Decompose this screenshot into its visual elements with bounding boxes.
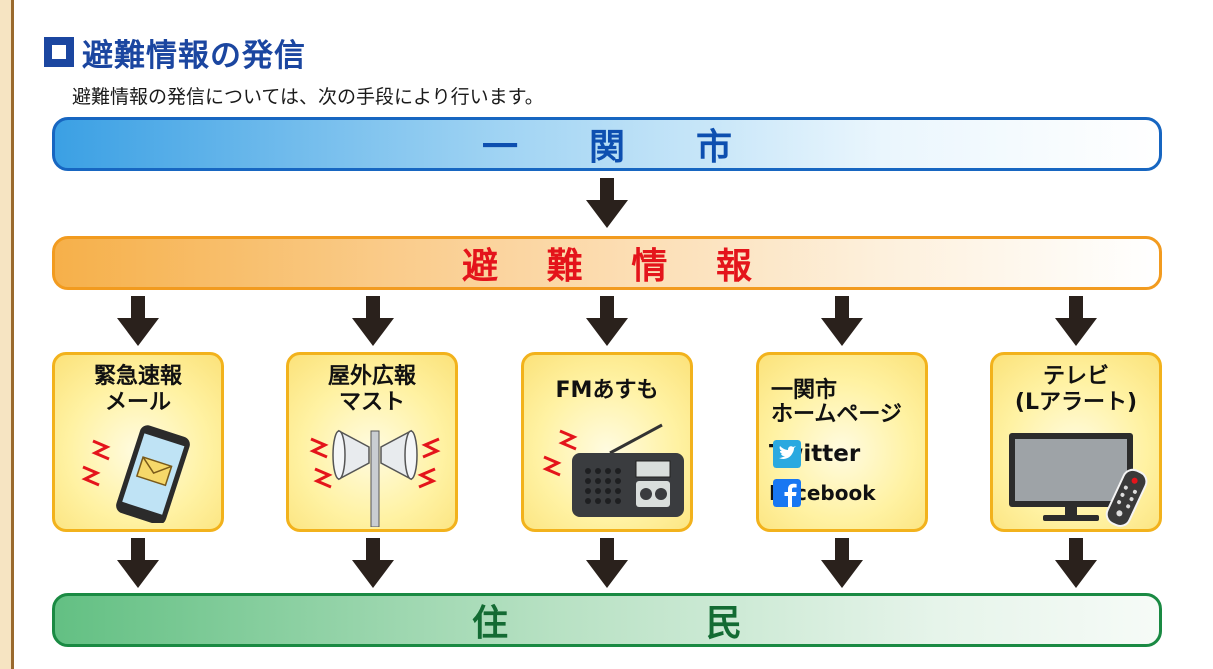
city-band-char: 市 xyxy=(695,127,732,168)
channel-label: FMあすも xyxy=(555,378,659,403)
heading-square-icon xyxy=(44,37,74,67)
channel-fm-radio: FMあすも xyxy=(521,352,693,532)
section-heading: 避難情報の発信 xyxy=(44,32,306,74)
page-subtitle: 避難情報の発信については、次の手段により行います。 xyxy=(72,86,544,108)
channel-outdoor-loudspeaker: 屋外広報 マスト xyxy=(286,352,458,532)
down-arrow-icon xyxy=(117,538,159,588)
down-arrow-icon xyxy=(1055,296,1097,346)
down-arrow-icon xyxy=(821,538,863,588)
channel-television: テレビ (Lアラート) xyxy=(990,352,1162,532)
smartphone-email-icon xyxy=(81,425,190,523)
city-band-char: 一 xyxy=(482,127,519,168)
twitter-row: Twitter xyxy=(769,440,860,468)
loudspeaker-mast-icon xyxy=(309,429,441,527)
down-arrow-icon xyxy=(821,296,863,346)
channel-label: メール xyxy=(104,390,171,415)
channel-label: ホームページ xyxy=(771,402,902,427)
facebook-f-icon xyxy=(773,479,801,507)
city-band: 一 関 市 xyxy=(52,117,1162,171)
down-arrow-icon xyxy=(117,296,159,346)
facebook-row: Facebook xyxy=(769,479,876,507)
channel-label: (Lアラート) xyxy=(1014,390,1138,415)
twitter-bird-icon xyxy=(773,440,801,468)
residents-band-char: 住 xyxy=(472,603,509,644)
residents-band-char: 民 xyxy=(705,603,742,644)
channel-label: 緊急速報 xyxy=(93,364,182,389)
info-band-char: 報 xyxy=(715,246,752,287)
page-title: 避難情報の発信 xyxy=(82,37,306,74)
down-arrow-icon xyxy=(586,296,628,346)
channel-label: 一関市 xyxy=(771,378,838,403)
info-band-char: 避 xyxy=(462,246,499,287)
down-arrow-icon xyxy=(586,538,628,588)
info-band-char: 難 xyxy=(546,246,583,287)
channel-label: 屋外広報 xyxy=(327,364,416,389)
channel-label: マスト xyxy=(338,390,405,415)
channel-label: テレビ xyxy=(1042,364,1109,389)
channel-emergency-email: 緊急速報 メール xyxy=(52,352,224,532)
down-arrow-icon xyxy=(1055,538,1097,588)
down-arrow-icon xyxy=(586,178,628,228)
radio-icon xyxy=(542,423,684,517)
residents-band: 住 民 xyxy=(52,593,1162,647)
info-band-char: 情 xyxy=(631,246,668,287)
evacuation-info-band: 避 難 情 報 xyxy=(52,236,1162,290)
down-arrow-icon xyxy=(352,296,394,346)
left-border-decoration xyxy=(0,0,14,669)
down-arrow-icon xyxy=(352,538,394,588)
city-band-char: 関 xyxy=(588,127,625,168)
television-icon xyxy=(1009,433,1148,527)
channel-city-website: 一関市 ホームページ Twitter Facebook xyxy=(756,352,928,532)
